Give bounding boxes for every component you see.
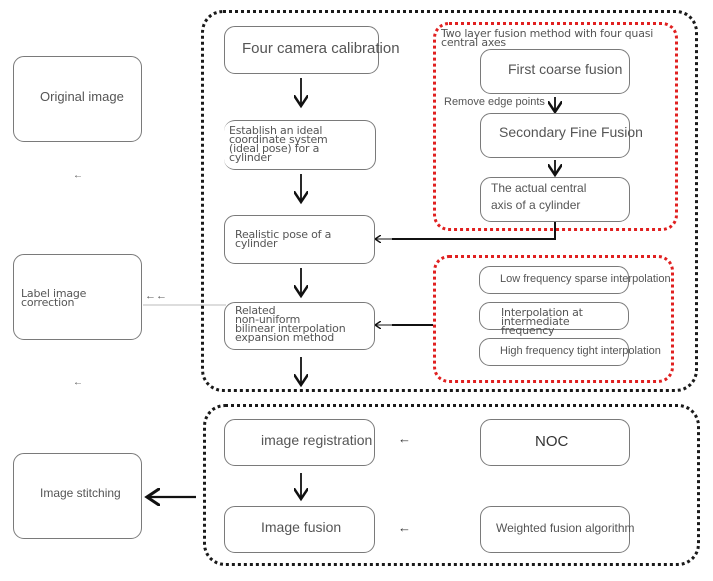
four-camera-calibration-node[interactable]: Four camera calibration	[224, 26, 400, 74]
secondary-fine-fusion-node[interactable]: Secondary Fine Fusion	[480, 113, 643, 158]
image-registration-node[interactable]: image registration	[224, 419, 375, 466]
upper-process-group	[201, 10, 698, 392]
remove-edge-points-label: Remove edge points	[444, 96, 545, 108]
actual-central-axis-label: The actual central axis of a cylinder	[491, 181, 587, 212]
interpolation-subgroup	[433, 255, 674, 383]
image-fusion-label: Image fusion	[261, 519, 342, 535]
small-arrow-icon: ←	[73, 170, 83, 181]
establish-coordinate-label: Establish an ideal coordinate system (id…	[229, 124, 328, 164]
original-image-node[interactable]: Original image	[13, 56, 142, 142]
image-fusion-node[interactable]: Image fusion	[224, 506, 375, 553]
image-stitching-node[interactable]: Image stitching	[13, 453, 142, 539]
image-stitching-label: Image stitching	[40, 486, 121, 500]
label-correction-label: Label image correction	[21, 287, 87, 309]
high-frequency-node[interactable]: High frequency tight interpolation	[479, 338, 661, 366]
lower-process-group	[203, 404, 700, 566]
small-arrow-icon: ←	[73, 377, 83, 388]
related-interpolation-node[interactable]: Related non-uniform bilinear interpolati…	[224, 302, 375, 350]
first-coarse-fusion-label: First coarse fusion	[508, 61, 623, 77]
intermediate-frequency-node[interactable]: Interpolation at intermediate frequency	[479, 302, 629, 336]
related-interpolation-label: Related non-uniform bilinear interpolati…	[235, 304, 346, 344]
establish-coordinate-node[interactable]: Establish an ideal coordinate system (id…	[224, 120, 376, 170]
arrow-weighted-to-fusion: ←	[398, 520, 411, 535]
low-frequency-label: Low frequency sparse interpolation	[500, 273, 671, 285]
secondary-fine-fusion-label: Secondary Fine Fusion	[499, 124, 643, 140]
label-correction-node[interactable]: Label image correction	[13, 254, 142, 340]
noc-label: NOC	[535, 433, 569, 450]
image-registration-label: image registration	[261, 432, 373, 448]
original-image-label: Original image	[40, 89, 124, 104]
realistic-pose-node[interactable]: Realistic pose of a cylinder	[224, 215, 375, 264]
weighted-fusion-label: Weighted fusion algorithm	[496, 521, 635, 535]
four-camera-calibration-label: Four camera calibration	[242, 40, 400, 57]
arrow-axis-to-realistic	[375, 222, 556, 239]
noc-node[interactable]: NOC	[480, 419, 630, 466]
fusion-method-title: Two layer fusion method with four quasi …	[441, 27, 654, 49]
low-frequency-node[interactable]: Low frequency sparse interpolation	[479, 266, 671, 294]
weighted-fusion-node[interactable]: Weighted fusion algorithm	[480, 506, 635, 553]
double-arrow-icon: ←←	[145, 290, 167, 302]
actual-central-axis-node[interactable]: The actual central axis of a cylinder	[480, 177, 630, 222]
arrow-noc-to-registration: ←	[398, 431, 411, 446]
realistic-pose-label: Realistic pose of a cylinder	[235, 228, 332, 250]
intermediate-frequency-label: Interpolation at intermediate frequency	[501, 306, 583, 337]
first-coarse-fusion-node[interactable]: First coarse fusion	[480, 49, 630, 94]
high-frequency-label: High frequency tight interpolation	[500, 345, 661, 357]
